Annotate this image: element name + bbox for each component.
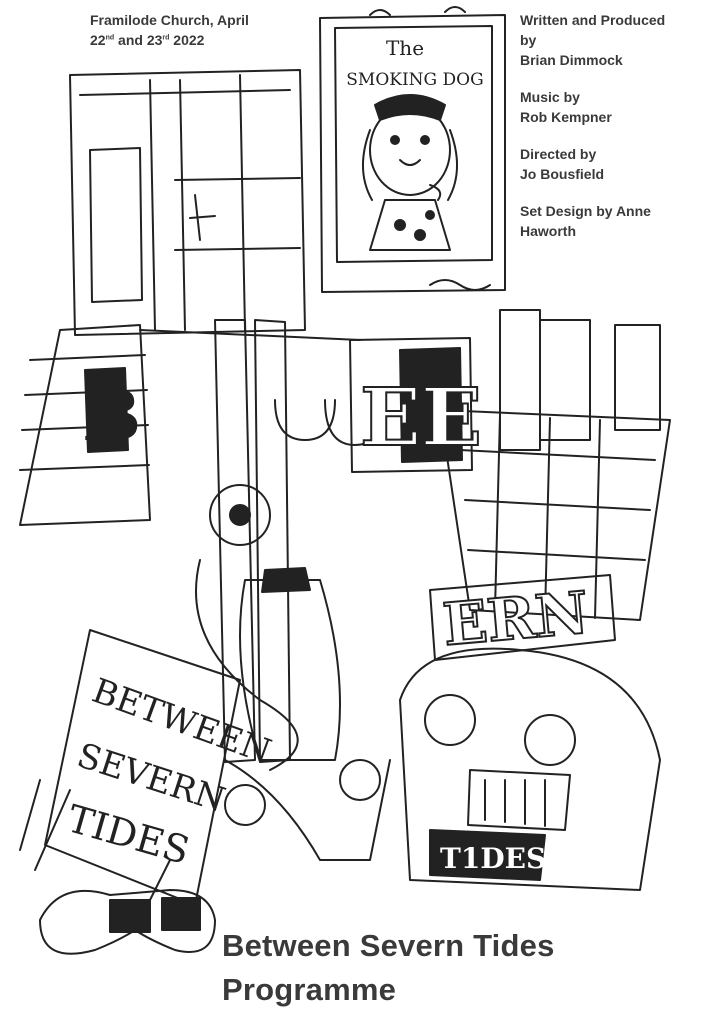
- basket-drawing: [439, 309, 671, 621]
- credits-list: Written and Produced by Brian Dimmock Mu…: [520, 10, 705, 258]
- credit-role: Written and Produced: [520, 12, 666, 28]
- gas-cylinder-drawing: [195, 484, 341, 771]
- pub-sign-drawing: [319, 6, 506, 293]
- pub-sign-the-text: The: [386, 36, 424, 60]
- letter-block-drawing: [349, 337, 473, 473]
- pub-sign-name-text: SMOKING DOG: [346, 70, 483, 90]
- date-connector: and: [114, 32, 147, 48]
- credit-director: Directed by Jo Bousfield: [520, 144, 705, 184]
- credit-set-design: Set Design by Anne Haworth: [520, 201, 705, 241]
- letter-b-text: B: [82, 374, 141, 457]
- credit-role: Set Design by Anne: [520, 203, 651, 219]
- horseshoe-drawing: [274, 399, 386, 446]
- credit-role: Directed by: [520, 146, 597, 162]
- credit-name: Jo Bousfield: [520, 166, 605, 182]
- credit-name: Brian Dimmock: [520, 52, 623, 68]
- credit-role: Music by: [520, 89, 580, 105]
- credit-music: Music by Rob Kempner: [520, 87, 705, 127]
- car-drawing: [399, 647, 661, 891]
- window-frame-drawing: [69, 69, 306, 336]
- ern-banner-drawing: [429, 574, 616, 661]
- credit-name: Haworth: [520, 223, 576, 239]
- number-plate-text: T1DES: [440, 842, 546, 875]
- credit-connector: by: [520, 32, 537, 48]
- credit-name: Rob Kempner: [520, 109, 612, 125]
- date-second: 23: [146, 32, 163, 48]
- letters-ern-text: ERN: [440, 579, 591, 659]
- date-first: 22: [90, 32, 106, 48]
- tides-sign-line3: TIDES: [63, 796, 195, 873]
- goggles-drawing: [39, 889, 216, 955]
- dates-line: 22nd and 23rd 2022: [90, 30, 310, 50]
- event-info: Framilode Church, April 22nd and 23rd 20…: [90, 10, 310, 50]
- title-line-2: Programme: [222, 972, 397, 1007]
- programme-title: Between Severn Tides Programme: [222, 924, 555, 1012]
- roof-tiles-drawing: [19, 324, 151, 526]
- title-line-1: Between Severn Tides: [222, 928, 555, 963]
- venue-line: Framilode Church, April: [90, 12, 249, 28]
- letters-ee-text: EE: [360, 370, 482, 464]
- date-first-suffix: nd: [105, 34, 115, 42]
- date-second-suffix: rd: [162, 34, 170, 42]
- date-year: 2022: [169, 32, 205, 48]
- credit-writer: Written and Produced by Brian Dimmock: [520, 10, 705, 70]
